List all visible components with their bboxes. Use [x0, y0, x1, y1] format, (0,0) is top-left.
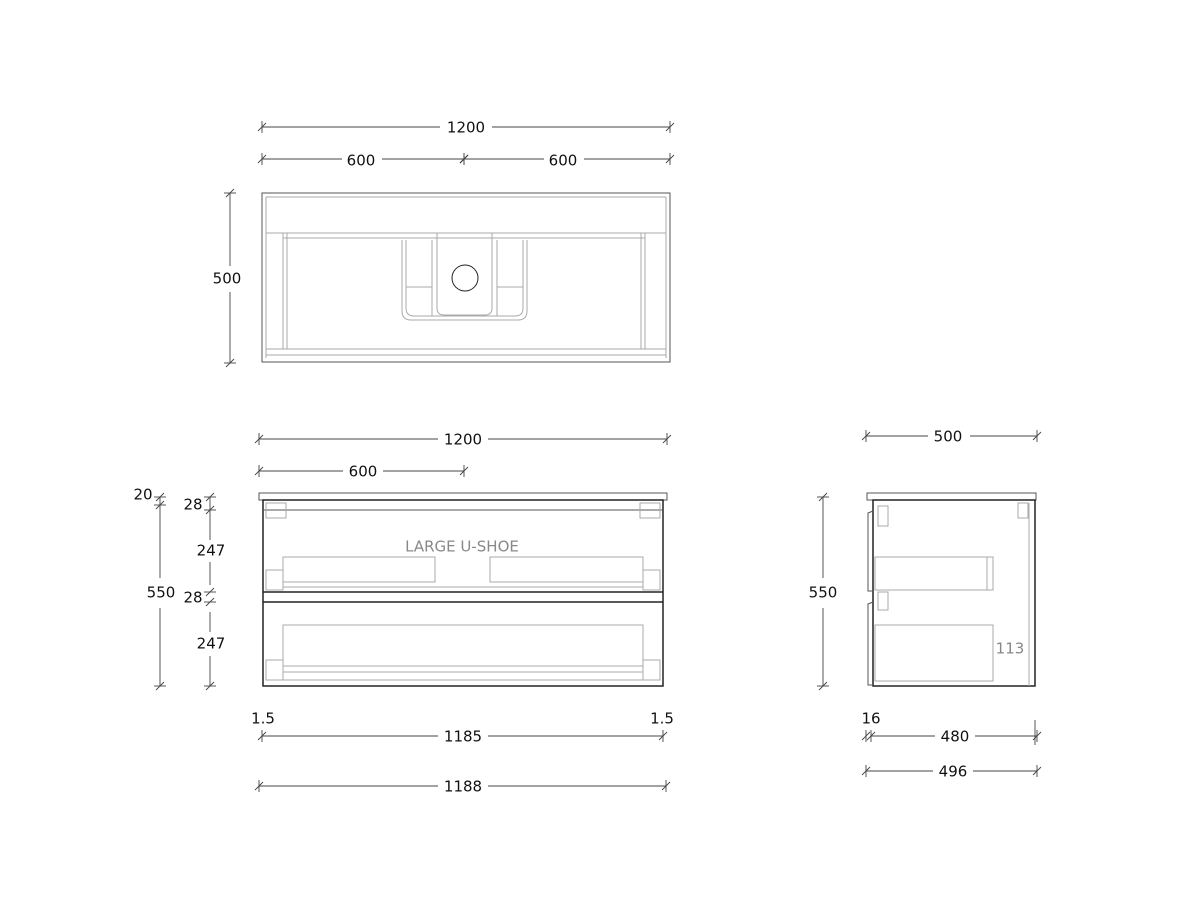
gap-right-dim: 1.5: [650, 710, 674, 728]
drawer-cutout-left: [282, 556, 436, 583]
lower-drawer-panel: [282, 624, 644, 673]
rail-top-dim: 28: [183, 496, 202, 514]
plan-width-dim: 1200: [447, 119, 485, 137]
drawer-top-dim: 247: [197, 542, 226, 560]
basin-bowl: [401, 240, 528, 321]
door-width-dim: 1185: [444, 728, 482, 746]
drawer-setback-dim: 113: [996, 640, 1025, 658]
front-view: LARGE U-SHOE: [258, 492, 668, 687]
top-thickness-dim: 20: [133, 486, 152, 504]
side-depth-dim: 500: [934, 428, 963, 446]
door-thickness-dim: 16: [861, 710, 880, 728]
hinge-bracket-icon: [265, 502, 287, 519]
upper-door-profile: [867, 510, 874, 592]
countertop: [258, 492, 668, 501]
rail-middle-dim: 28: [183, 589, 202, 607]
hinge-bracket-icon: [639, 502, 661, 519]
dimension-labels: 1200 600 600 500 1200 600 20 550 28 247 …: [133, 119, 969, 796]
carcass-width-dim: 1188: [444, 778, 482, 796]
drawer-bottom-dim: 247: [197, 635, 226, 653]
front-half-dim: 600: [349, 463, 378, 481]
hinge-bracket-icon: [877, 591, 889, 611]
lower-drawer-box: [874, 624, 994, 682]
side-countertop: [866, 492, 1037, 501]
gap-left-dim: 1.5: [251, 710, 275, 728]
cabinet-front: [262, 499, 664, 687]
plan-outline: [261, 192, 671, 363]
hinge-bracket-icon: [1017, 502, 1029, 519]
total-depth-dim: 496: [939, 763, 968, 781]
carcass-depth-dim: 480: [941, 728, 970, 746]
upper-drawer-box: [874, 556, 994, 591]
hinge-bracket-icon: [877, 505, 889, 527]
plan-depth-dim: 500: [213, 270, 242, 288]
lower-door-profile: [867, 601, 874, 686]
side-view: 113: [866, 492, 1037, 687]
side-height-dim: 550: [809, 584, 838, 602]
front-height-dim: 550: [147, 584, 176, 602]
waste-hole: [451, 264, 479, 292]
drawer-cutout-right: [489, 556, 644, 583]
front-width-dim: 1200: [444, 431, 482, 449]
plan-right-half-dim: 600: [549, 152, 578, 170]
plan-left-half-dim: 600: [347, 152, 376, 170]
drawer-label: LARGE U-SHOE: [405, 538, 519, 556]
dimension-lines: [154, 121, 1042, 792]
plan-view: [261, 192, 671, 363]
side-carcass: [872, 499, 1036, 687]
